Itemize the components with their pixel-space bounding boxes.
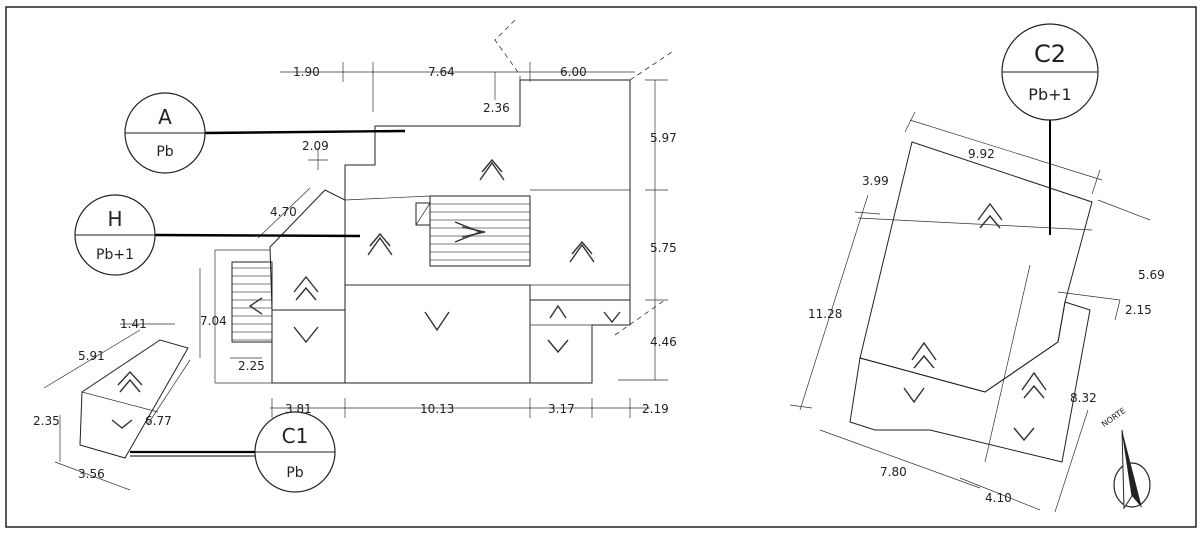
dim-2-19: 2.19 [642, 402, 669, 416]
dim-1-90: 1.90 [293, 65, 320, 79]
tag-a: A Pb [124, 92, 406, 174]
dim-5-91: 5.91 [78, 349, 105, 363]
dim-1-41: 1.41 [120, 317, 147, 331]
dim-3-17: 3.17 [548, 402, 575, 416]
dim-5-75: 5.75 [650, 241, 677, 255]
dim-5-97: 5.97 [650, 131, 677, 145]
slope-arrows [248, 158, 621, 354]
roof-panel-c1 [79, 339, 189, 459]
dim-2-35: 2.35 [33, 414, 60, 428]
dim-5-69: 5.69 [1138, 268, 1165, 282]
stair-panel [231, 261, 273, 343]
dim-4-10: 4.10 [985, 491, 1012, 505]
dim-2-09: 2.09 [302, 139, 329, 153]
dim-2-15: 2.15 [1125, 303, 1152, 317]
dim-2-36: 2.36 [483, 101, 510, 115]
dim-10-13: 10.13 [420, 402, 454, 416]
dim-11-28: 11.28 [808, 307, 842, 321]
tag-h-level: Pb+1 [96, 247, 134, 263]
tag-c1: C1 Pb [130, 411, 336, 493]
tag-c1-letter: C1 [282, 424, 309, 448]
tag-a-letter: A [158, 105, 172, 129]
tag-c2-letter: C2 [1034, 40, 1066, 68]
dim-2-25: 2.25 [238, 359, 265, 373]
dim-4-70: 4.70 [270, 205, 297, 219]
tag-a-level: Pb [156, 144, 173, 160]
dim-8-32: 8.32 [1070, 391, 1097, 405]
dim-7-80: 7.80 [880, 465, 907, 479]
dim-7-04: 7.04 [200, 314, 227, 328]
roof-panel-c2-light [849, 301, 1091, 463]
sheet-frame [5, 6, 1197, 528]
main-roof-plan: 1.90 7.64 6.00 2.36 2.09 5.97 5.75 4.46 … [199, 19, 677, 418]
small-roof-plan: 1.41 5.91 2.35 6.77 3.56 [33, 317, 191, 491]
dim-7-64: 7.64 [428, 65, 455, 79]
dim-3-99: 3.99 [862, 174, 889, 188]
tag-h: H Pb+1 [74, 194, 361, 276]
dim-6-77: 6.77 [145, 414, 172, 428]
dim-3-56: 3.56 [78, 467, 105, 481]
dim-6-00: 6.00 [560, 65, 587, 79]
dim-9-92: 9.92 [968, 147, 995, 161]
dim-4-46: 4.46 [650, 335, 677, 349]
tag-h-letter: H [107, 207, 122, 231]
tag-c2-level: Pb+1 [1028, 85, 1071, 104]
dimension-lines [199, 62, 668, 418]
tag-c1-level: Pb [286, 465, 303, 481]
tag-c2: C2 Pb+1 [1001, 23, 1099, 121]
roof-plan-c2: 9.92 3.99 11.28 5.69 2.15 8.32 7.80 4.10 [789, 111, 1165, 513]
